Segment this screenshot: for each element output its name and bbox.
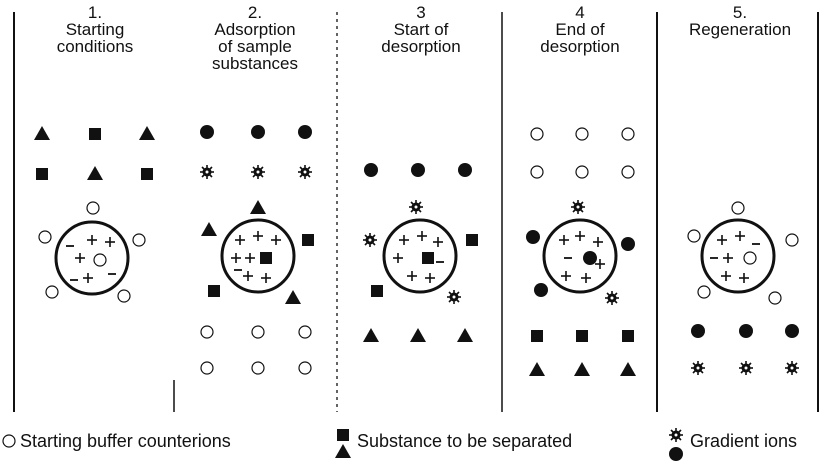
filled-circle-and-starburst-icon bbox=[668, 427, 684, 461]
panel-2-title: 2. Adsorption of sample substances bbox=[212, 3, 298, 73]
panel-4-graphics bbox=[526, 127, 636, 376]
resin-bead bbox=[54, 220, 130, 296]
filled-square-and-triangle-icon bbox=[335, 429, 351, 458]
legend-gradient-ions: Gradient ions bbox=[690, 431, 798, 451]
panel-4-title: 4 End of desorption bbox=[540, 3, 620, 56]
panel-1-graphics bbox=[34, 126, 155, 303]
panel-1-title: 1. Starting conditions bbox=[56, 3, 134, 56]
panel-5-graphics bbox=[687, 201, 800, 376]
resin-bead bbox=[382, 218, 458, 294]
panel-3-title: 3 Start of desorption bbox=[381, 3, 461, 56]
resin-bead bbox=[220, 218, 296, 294]
panel-3-graphics bbox=[362, 163, 478, 342]
open-circle-icon bbox=[2, 434, 16, 448]
legend-substance: Substance to be separated bbox=[357, 431, 573, 451]
panel-5-title: 5. Regeneration bbox=[688, 3, 792, 39]
resin-bead bbox=[700, 218, 776, 294]
resin-bead bbox=[542, 218, 618, 294]
panel-dividers bbox=[13, 12, 819, 412]
panel-2-graphics bbox=[199, 125, 314, 375]
legend-buffer-counterions: Starting buffer counterions bbox=[20, 431, 231, 451]
